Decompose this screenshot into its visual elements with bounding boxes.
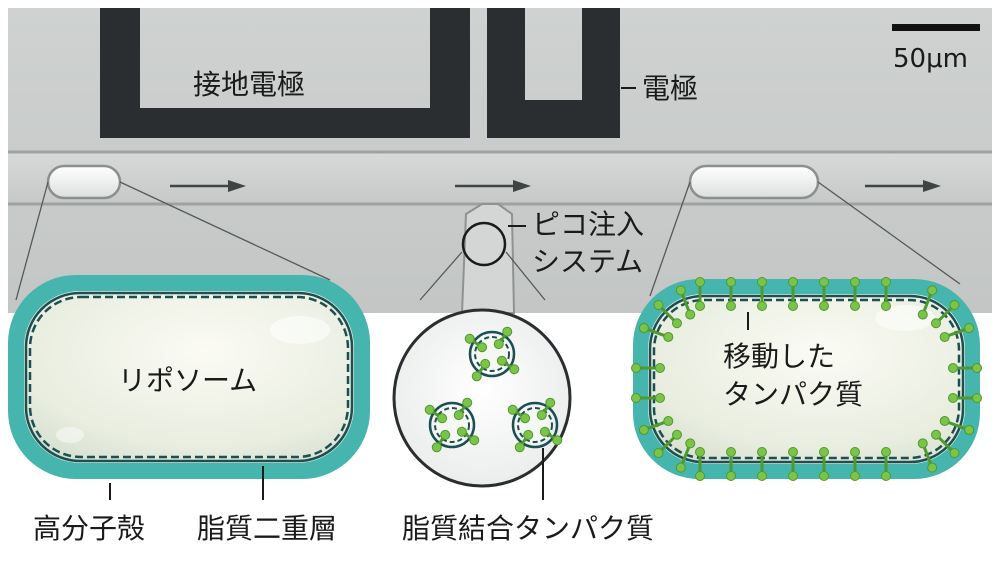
protein-marker: [493, 326, 513, 350]
protein-marker: [456, 426, 480, 446]
protein-marker: [819, 277, 829, 311]
protein-marker: [917, 285, 938, 320]
lipid-vesicle: [507, 397, 563, 453]
lipid-inner-right: [652, 298, 961, 460]
lipid-binding-protein-label: 脂質結合タンパク質: [402, 512, 655, 545]
protein-marker: [931, 299, 960, 329]
liposome-label: リポソーム: [118, 364, 258, 397]
scale-bar-label: 50μm: [893, 44, 968, 74]
lipid-inner-left: [28, 295, 350, 459]
protein-marker: [431, 429, 451, 453]
protein-marker: [881, 277, 891, 311]
protein-marker: [536, 397, 556, 421]
lipid-outer-left: [24, 291, 354, 463]
protein-marker: [939, 416, 975, 435]
protein-marker: [948, 363, 982, 373]
protein-marker: [850, 277, 860, 311]
moved-protein-label-line2: タンパク質: [723, 378, 864, 411]
microchannel: [8, 152, 992, 204]
lipid-bilayer-label: 脂質二重層: [197, 512, 338, 545]
protein-marker: [931, 429, 960, 459]
droplet-left: [46, 164, 122, 200]
protein-marker: [788, 447, 798, 481]
flow-arrows: [170, 180, 941, 192]
leader-lines: [109, 87, 749, 500]
protein-marker: [507, 404, 531, 424]
injection-focus-circle: [461, 221, 507, 267]
pico-injection-label-line1: ピコ注入: [532, 208, 645, 241]
protein-marker: [496, 355, 520, 375]
protein-marker: [631, 363, 665, 373]
protein-marker: [939, 323, 975, 342]
protein-marker: [675, 285, 696, 320]
protein-marker: [514, 429, 534, 453]
protein-marker: [881, 447, 891, 481]
protein-marker: [653, 299, 682, 329]
protein-marker: [757, 447, 767, 481]
protein-marker: [948, 393, 982, 403]
protein-marker: [819, 447, 829, 481]
protein-marker: [726, 447, 736, 481]
protein-marker: [917, 438, 938, 473]
protein-marker: [675, 438, 696, 473]
pico-injection-label-line2: システム: [532, 245, 644, 278]
liposome-left: [8, 275, 370, 479]
protein-marker: [695, 447, 705, 481]
vesicle-cluster: [424, 326, 563, 453]
zoom-lines: [15, 181, 961, 301]
protein-marker: [850, 447, 860, 481]
protein-marker: [471, 358, 491, 382]
protein-marker: [695, 277, 705, 311]
polymer-shell-label: 高分子殻: [33, 512, 146, 545]
lipid-outer-right: [648, 294, 965, 464]
electrode-label: 電極: [642, 72, 699, 105]
protein-marker: [638, 416, 674, 435]
membrane-proteins: [631, 277, 982, 481]
protein-marker: [788, 277, 798, 311]
protein-marker: [539, 426, 563, 446]
protein-marker: [757, 277, 767, 311]
moved-protein-label-line1: 移動した: [723, 340, 836, 373]
protein-marker: [464, 333, 488, 353]
lipid-vesicle: [464, 326, 520, 382]
ground-electrode-label: 接地電極: [193, 68, 306, 101]
liposome-interior-right: [648, 294, 965, 464]
droplet-right: [688, 164, 820, 200]
protein-marker: [653, 429, 682, 459]
lipid-vesicle: [424, 397, 480, 453]
ground-electrode-shape: [100, 8, 470, 138]
electrode-shape: [487, 8, 620, 138]
liposome-right: [631, 277, 982, 481]
protein-marker: [726, 277, 736, 311]
protein-marker: [424, 404, 448, 424]
protein-marker: [453, 397, 473, 421]
protein-marker: [631, 393, 665, 403]
protein-marker: [638, 323, 674, 342]
scale-bar: [892, 24, 980, 31]
